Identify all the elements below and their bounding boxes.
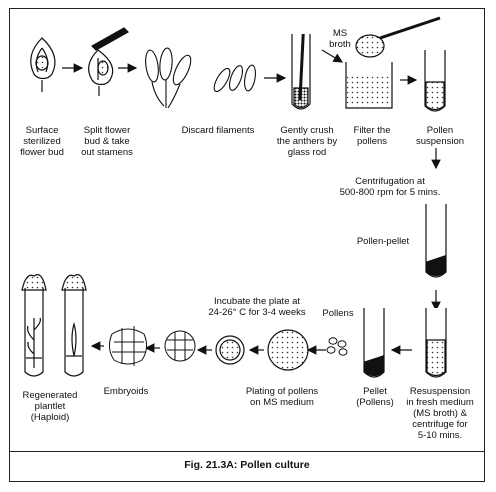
pollen-pellet-tube [425, 204, 447, 278]
test-tube-rod-icon [291, 17, 311, 110]
plantlet-tubes-icon [21, 274, 87, 377]
label-pellet-pollens: Pellet (Pollens) [356, 386, 394, 408]
label-pollen-suspension: Pollen suspension [415, 125, 465, 147]
label-pollen-pellet: Pollen-pellet [356, 236, 410, 247]
petri-plate-icon [267, 329, 309, 371]
split-bud-icon [88, 27, 129, 96]
label-centrifugation: Centrifugation at 500-800 rpm for 5 mins… [339, 176, 441, 198]
embryoid-icon [108, 326, 148, 366]
label-discard-filaments: Discard filaments [181, 125, 255, 136]
pollen-suspension-tube [424, 50, 446, 112]
caption-divider [9, 451, 485, 452]
stamens-icon [145, 47, 192, 109]
label-surface-sterilized: Surface sterilized flower bud [20, 125, 64, 158]
label-incubate: Incubate the plate at 24-26° C for 3-4 w… [208, 296, 306, 318]
cell-mass-icon [164, 330, 196, 362]
label-plating: Plating of pollens on MS medium [245, 386, 319, 408]
label-resuspension: Resuspension in fresh medium (MS broth) … [406, 386, 474, 441]
figure-caption: Fig. 21.3A: Pollen culture [184, 459, 310, 471]
label-ms-broth: MS broth [329, 28, 351, 50]
beaker-filter-icon [345, 16, 441, 109]
anthers-icon [213, 64, 256, 93]
label-pollens: Pollens [322, 308, 354, 319]
flower-bud-icon [30, 37, 56, 92]
pellet-tube [363, 308, 385, 378]
figure-border [9, 8, 485, 482]
label-embryoids: Embryoids [103, 386, 149, 397]
resuspension-tube [425, 308, 447, 378]
label-filter-pollens: Filter the pollens [353, 125, 391, 147]
label-split-flower: Split flower bud & take out stamens [81, 125, 133, 158]
label-regenerated-plantlet: Regenerated plantlet (Haploid) [22, 390, 78, 423]
label-gently-crush: Gently crush the anthers by glass rod [276, 125, 338, 158]
pollens-icon [326, 337, 348, 356]
dividing-pollen-icon [215, 335, 245, 365]
